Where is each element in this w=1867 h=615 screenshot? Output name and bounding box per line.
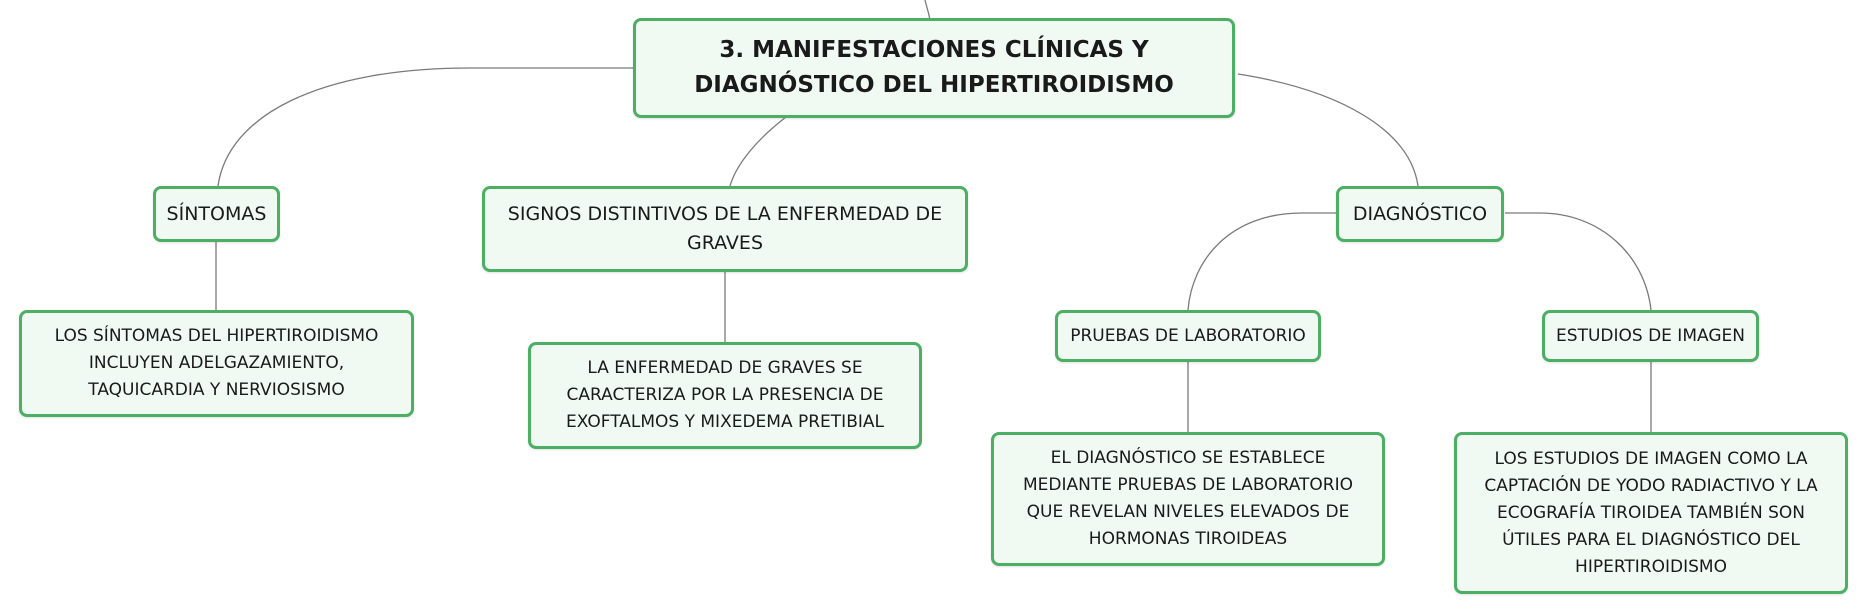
topic-estudios-imagen-label: ESTUDIOS DE IMAGEN	[1556, 325, 1745, 346]
connector-parent-root	[924, 0, 931, 21]
detail-signos-graves-text: LA ENFERMEDAD DE GRAVES SE CARACTERIZA P…	[566, 358, 884, 432]
connector-root-sintomas	[217, 67, 635, 187]
topic-estudios-imagen[interactable]: ESTUDIOS DE IMAGEN	[1542, 310, 1759, 362]
topic-sintomas-label: SÍNTOMAS	[166, 202, 267, 225]
topic-diagnostico-label: DIAGNÓSTICO	[1352, 202, 1488, 225]
topic-pruebas-laboratorio-label: PRUEBAS DE LABORATORIO	[1070, 325, 1306, 346]
topic-diagnostico[interactable]: DIAGNÓSTICO	[1336, 186, 1504, 242]
root-topic[interactable]: 3. MANIFESTACIONES CLÍNICAS Y DIAGNÓSTIC…	[633, 18, 1235, 118]
detail-pruebas-laboratorio-text: EL DIAGNÓSTICO SE ESTABLECE MEDIANTE PRU…	[1023, 448, 1353, 549]
topic-sintomas[interactable]: SÍNTOMAS	[153, 186, 280, 242]
topic-pruebas-laboratorio[interactable]: PRUEBAS DE LABORATORIO	[1055, 310, 1321, 362]
root-topic-label: 3. MANIFESTACIONES CLÍNICAS Y DIAGNÓSTIC…	[694, 37, 1174, 98]
topic-signos-graves[interactable]: SIGNOS DISTINTIVOS DE LA ENFERMEDAD DE G…	[482, 186, 968, 272]
connector-root-diagnostico	[1237, 73, 1419, 187]
detail-sintomas-text: LOS SÍNTOMAS DEL HIPERTIROIDISMO INCLUYE…	[54, 326, 379, 400]
connector-diagnostico-imagen	[1505, 212, 1652, 311]
detail-signos-graves[interactable]: LA ENFERMEDAD DE GRAVES SE CARACTERIZA P…	[528, 342, 922, 449]
connector-root-signos	[729, 116, 787, 187]
detail-sintomas[interactable]: LOS SÍNTOMAS DEL HIPERTIROIDISMO INCLUYE…	[19, 310, 414, 417]
detail-estudios-imagen[interactable]: LOS ESTUDIOS DE IMAGEN COMO LA CAPTACIÓN…	[1454, 432, 1848, 594]
topic-signos-graves-label: SIGNOS DISTINTIVOS DE LA ENFERMEDAD DE G…	[507, 203, 943, 254]
detail-pruebas-laboratorio[interactable]: EL DIAGNÓSTICO SE ESTABLECE MEDIANTE PRU…	[991, 432, 1385, 566]
detail-estudios-imagen-text: LOS ESTUDIOS DE IMAGEN COMO LA CAPTACIÓN…	[1484, 448, 1818, 577]
connector-diagnostico-laboratorio	[1187, 212, 1337, 311]
